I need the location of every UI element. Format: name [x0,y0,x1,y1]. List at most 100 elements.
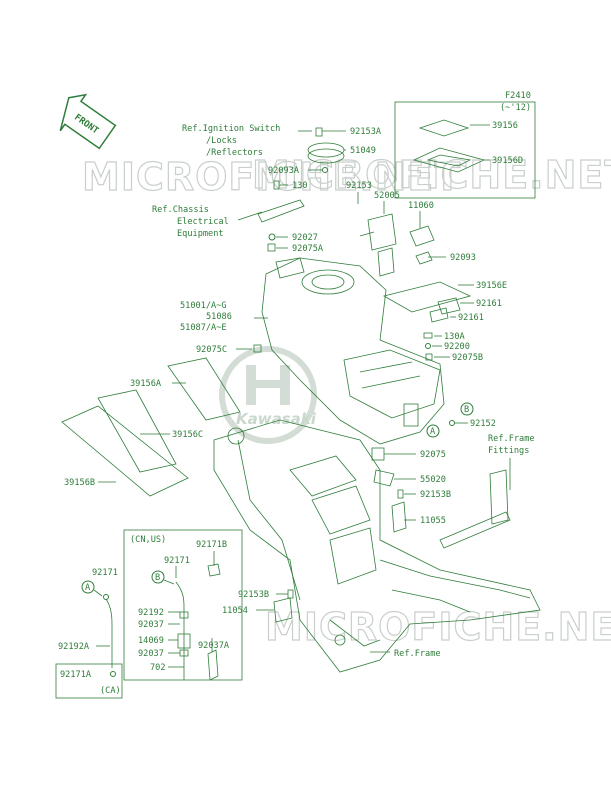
circle-b-letter: B [464,405,469,415]
bolt-130 [273,180,280,190]
kawasaki-logo-text: Kawasaki [236,410,317,428]
bracket-ref-chassis [257,199,305,223]
label-92161b: 92161 [458,313,484,323]
label-92192: 92192 [138,608,164,618]
pad-39156E-shape [382,281,472,313]
label-92075A: 92075A [292,244,324,254]
inset-pad-39156 [418,119,470,137]
rail-bracket [439,469,511,549]
bolt-92153B [397,489,404,499]
circle-a-left [81,580,95,594]
label-92075: 92075 [420,450,446,460]
label-130: 130 [292,181,308,191]
damper-92075C [253,344,262,353]
ref-frame-fittings-line2: Fittings [488,446,529,456]
hose-line [175,581,185,680]
label-11054: 11054 [222,606,248,616]
label-39156: 39156 [492,121,518,131]
cap-bottom [307,148,345,164]
leader-ref-chassis [237,211,263,221]
tank-rear-lower [343,349,441,419]
circle-a-left-letter: A [85,583,91,593]
label-92037A: 92037A [198,641,230,651]
ref-chassis-line1: Ref.Chassis [152,205,209,215]
label-92171-left: 92171 [92,568,118,578]
sub-box-ca [55,663,123,699]
frame-box-1 [289,455,357,497]
label-92171B: 92171B [196,540,227,550]
watermark-text-bottom: MICROFICHE.NET [265,605,611,649]
hose-left [103,595,113,668]
pump-pipe [359,231,375,237]
kawasaki-logo-ring [219,346,317,444]
gasket-shape [409,225,435,247]
part-92093 [415,251,433,265]
tank-outline [261,257,445,445]
label-92152: 92152 [470,419,496,429]
label-92075C: 92075C [196,345,227,355]
tank-line-2 [361,375,421,389]
label-51049: 51049 [350,146,376,156]
kawasaki-logo-mark-bar [246,380,290,388]
clip-92171-left [103,594,109,600]
gasket-11060 [409,225,435,247]
ref-ignition-line1: Ref.Ignition Switch [182,124,280,134]
pad-39156B-shape [61,405,189,497]
label-92027: 92027 [292,233,318,243]
pad-39156E [382,281,472,313]
front-arrow-shape [59,93,117,150]
label-39156C: 39156C [172,430,203,440]
frame-rear [329,619,381,647]
bolt-92153B-lower [287,589,294,599]
ref-ignition-line2: /Locks [206,136,237,146]
label-92153B: 92153B [420,490,451,500]
label-51001: 51001/A~G [180,301,227,311]
bracket-shape [257,199,305,223]
hose-assembly [175,581,191,680]
circle-b-box-letter: B [155,573,160,583]
circle-b-marker [460,402,474,416]
pad-39156D-inner [426,154,472,167]
label-92171-box: 92171 [164,556,190,566]
pump-body [367,213,397,251]
grommet-92027 [268,233,276,241]
frame-steering-head [227,427,245,445]
label-11055: 11055 [420,516,446,526]
damper-92075A [267,243,276,252]
label-92153: 92153 [346,181,372,191]
pad-39156C [97,389,177,473]
inset-note: (~'12) [500,103,531,113]
frame-left-spar [237,439,301,601]
front-arrow: FRONT [59,93,117,150]
label-92200: 92200 [444,342,470,352]
part-92161b [429,307,449,323]
bolt-130A [423,332,433,339]
frame-subframe-rail [379,559,531,599]
label-14069: 14069 [138,636,164,646]
tank-filler-ring [301,269,355,295]
inset-box [394,101,536,199]
ref-frame-fittings-line1: Ref.Frame [488,434,535,444]
hose-clip-92037 [179,611,189,619]
washer-92200 [425,343,431,349]
clamp-92171B [207,563,221,577]
ref-frame-label: Ref.Frame [394,649,441,659]
figure-code: F2410 [505,91,531,101]
circle-b-box [151,570,165,584]
frame-subframe-lower [391,589,471,613]
sub-box-ca-title: (CA) [100,686,121,696]
clip-92171A [110,671,116,677]
label-52005: 52005 [374,191,400,201]
bracket-11054 [273,597,293,623]
leader-b-box [163,579,175,585]
pad-39156B [61,405,189,497]
label-92037b: 92037 [138,649,164,659]
pad-39156-shape [418,119,470,137]
pump-float [377,247,395,277]
bolt-92153A [315,127,323,137]
part-92161a [437,297,461,315]
rail-bracket-shape [439,511,511,549]
motorcycle-frame [213,419,541,673]
pad-39156A [167,357,241,421]
kawasaki-logo: Kawasaki [219,346,317,444]
